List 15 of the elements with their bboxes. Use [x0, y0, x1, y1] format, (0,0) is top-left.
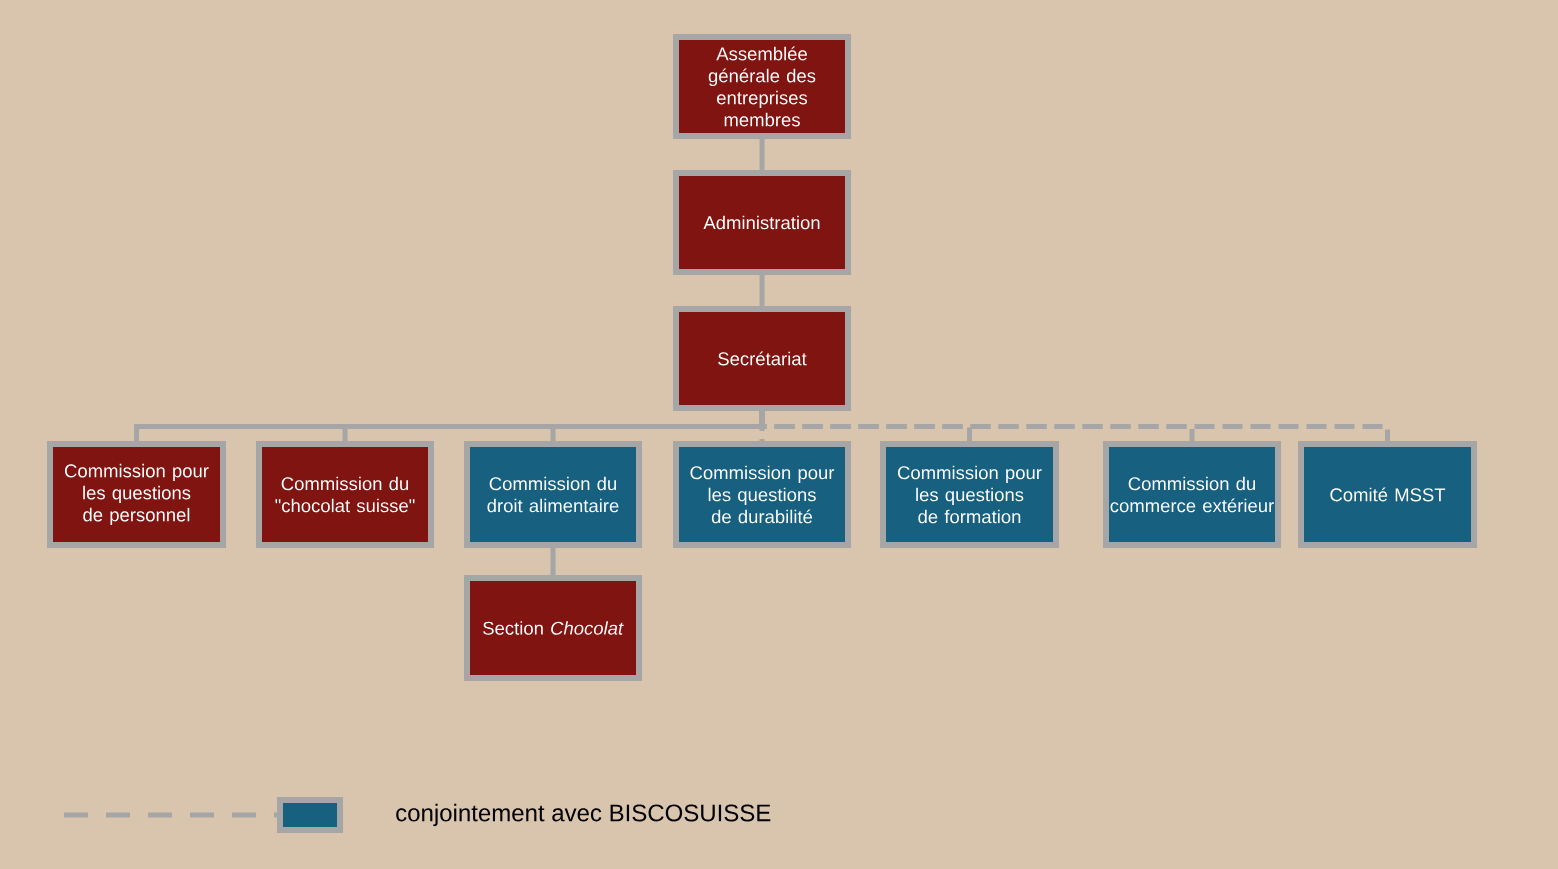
org-box: Administration [673, 170, 851, 275]
org-box: Section Chocolat [464, 575, 642, 681]
org-box: Commission pour les questions de personnel [47, 441, 226, 548]
connector-line [550, 548, 556, 575]
org-box: Assemblée générale des entreprises membres [673, 34, 851, 139]
org-box: Commission du "chocolat suisse" [256, 441, 434, 548]
org-box: Commission pour les questions de formation [880, 441, 1059, 548]
org-box: Commission du droit alimentaire [464, 441, 642, 548]
org-box: Commission pour les questions de durabilité [673, 441, 851, 548]
connector-line [759, 275, 765, 306]
org-box: Secrétariat [673, 306, 851, 411]
legend-text: conjointement avec BISCOSUISSE [396, 803, 771, 827]
connector-line [759, 139, 765, 170]
org-box: Comité MSST [1298, 441, 1477, 548]
org-box: Commission du commerce extérieur [1103, 441, 1281, 548]
